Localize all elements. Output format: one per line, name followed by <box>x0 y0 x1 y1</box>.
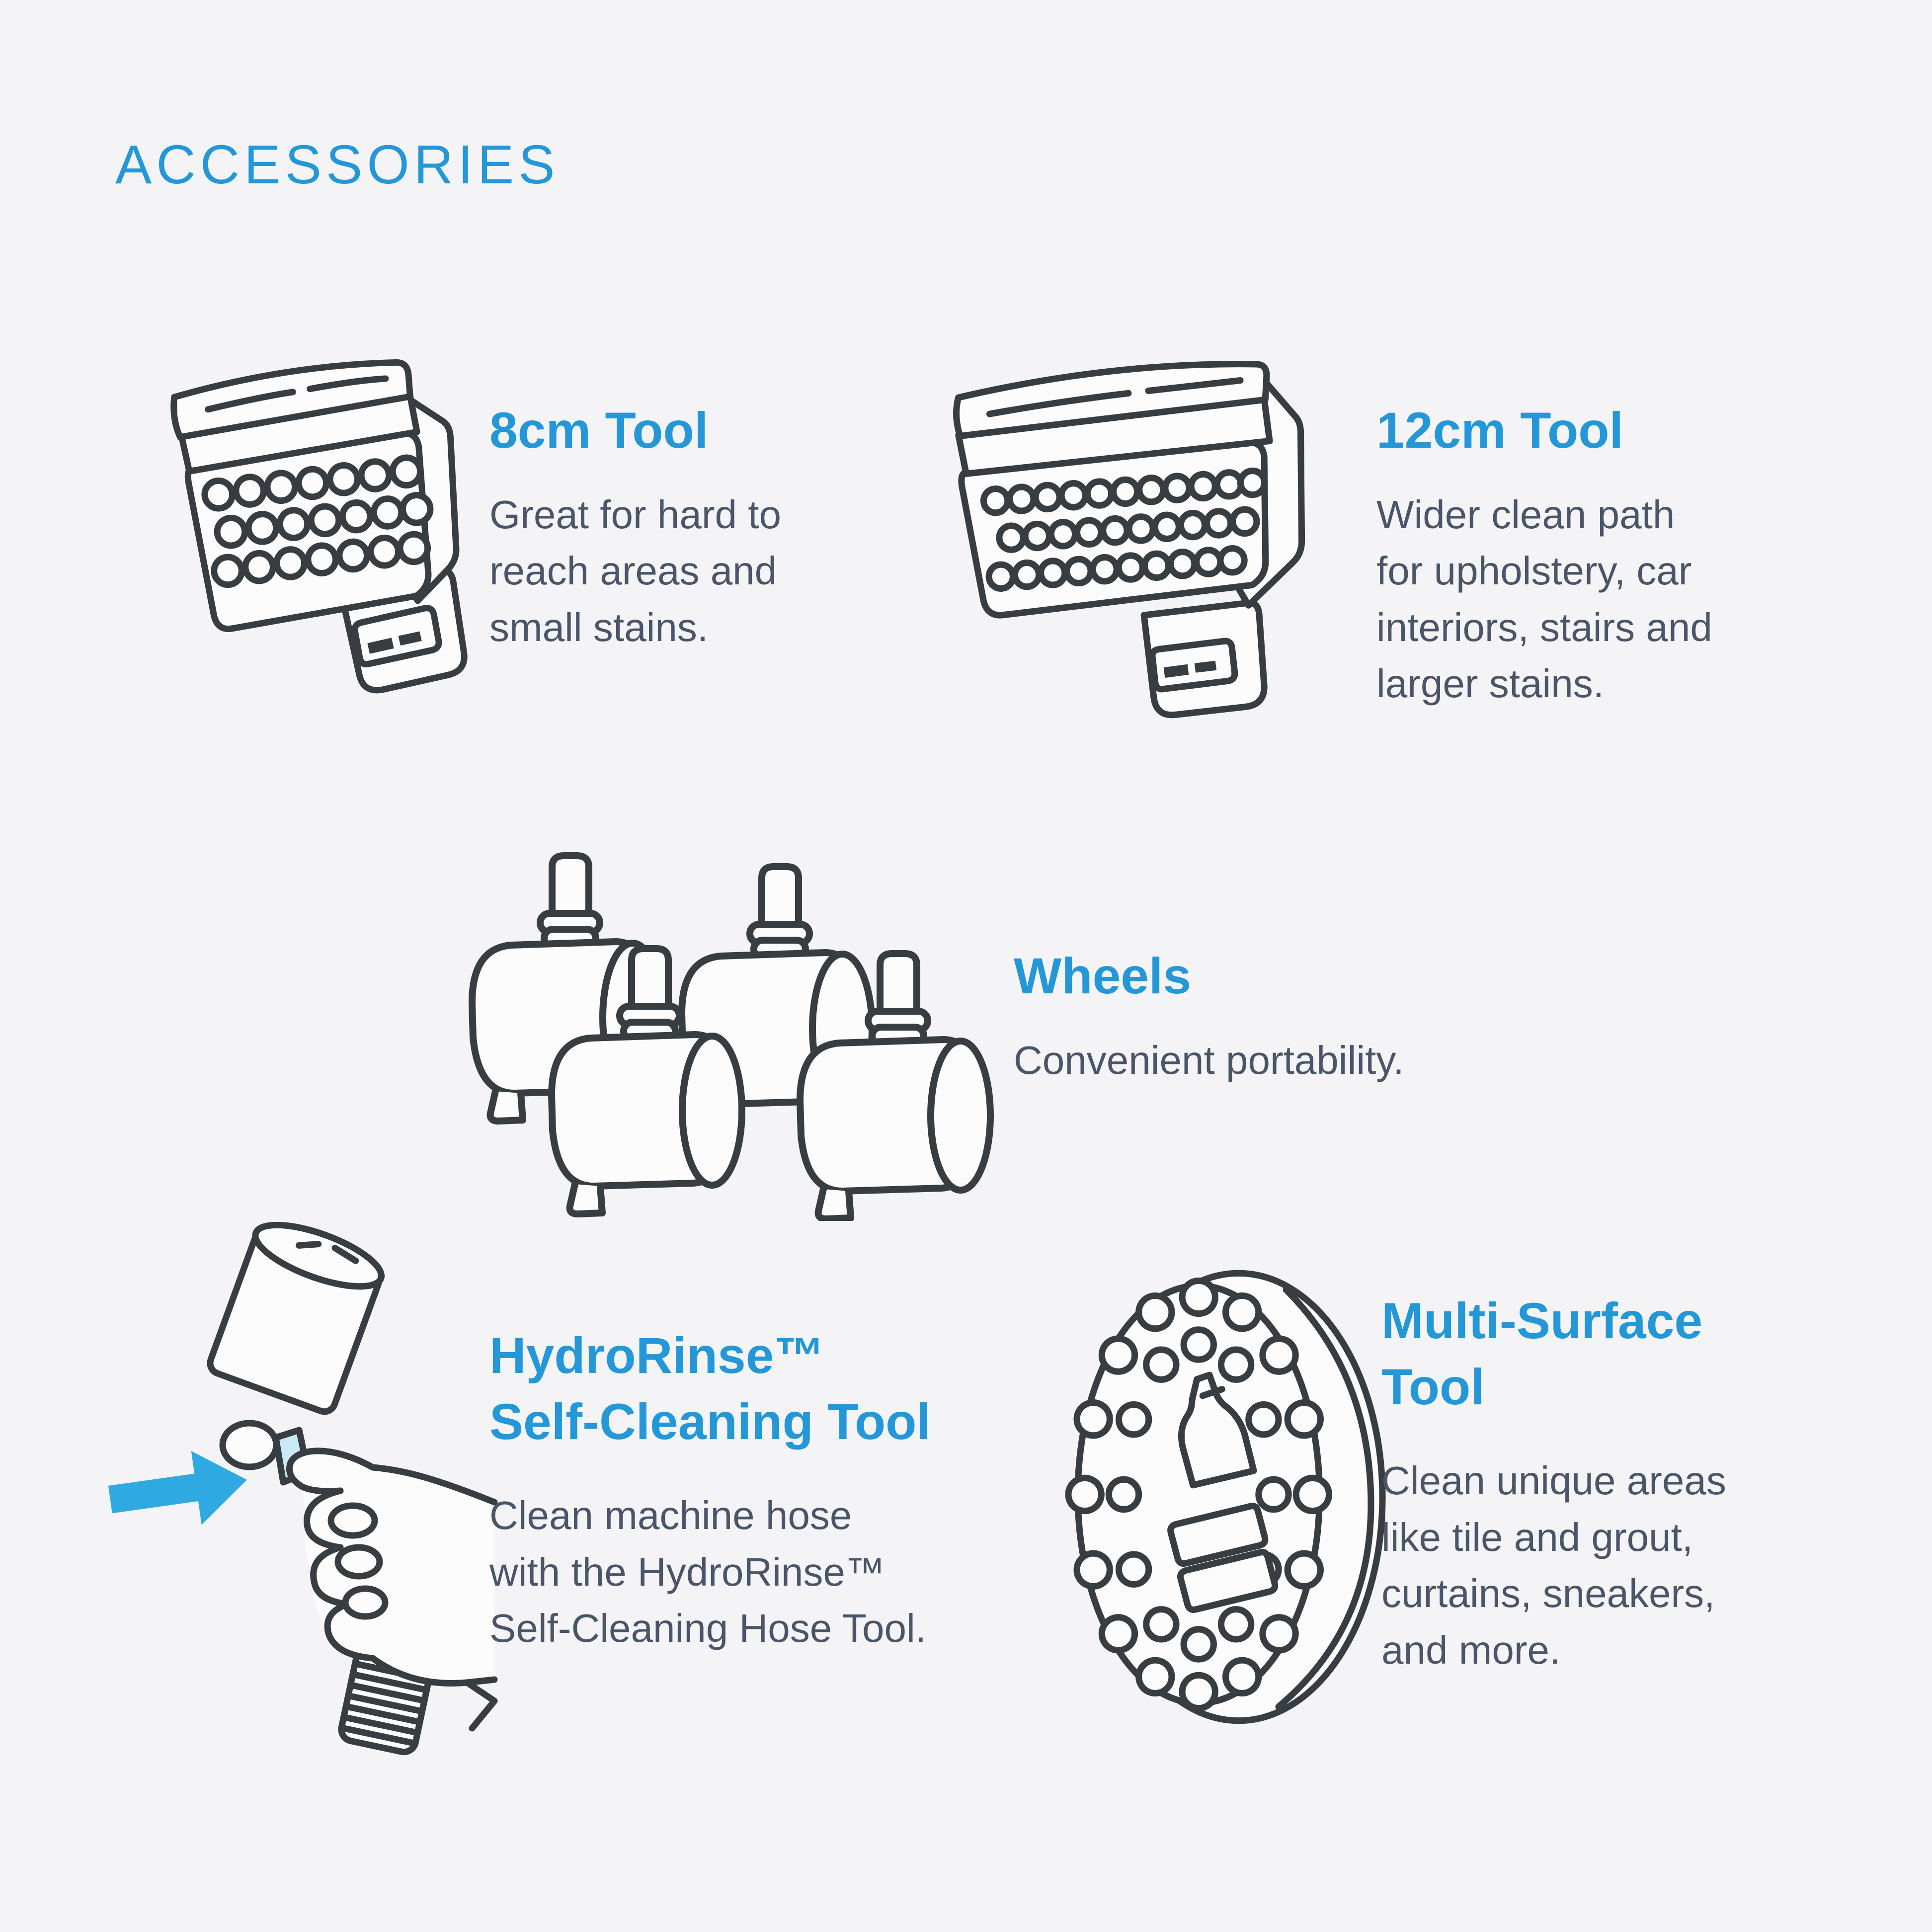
description-line: small stains. <box>489 605 709 649</box>
title-line: Self-Cleaning Tool <box>489 1393 931 1450</box>
wheels-text: Wheels Convenient portability. <box>1014 943 1709 1088</box>
rinse-button <box>219 1420 312 1486</box>
description-line: Self-Cleaning Hose Tool. <box>489 1606 927 1651</box>
multi-surface-description: Clean unique areas like tile and grout, … <box>1381 1452 1829 1678</box>
12cm-tool-icon <box>953 361 1305 719</box>
12cm-tool-description: Wider clean path for upholstery, car int… <box>1376 486 1754 712</box>
handle-cylinder <box>207 1221 385 1415</box>
8cm-tool-title: 8cm Tool <box>489 398 837 464</box>
description-line: like tile and grout, <box>1381 1515 1693 1559</box>
hydrorinse-illustration <box>75 1211 499 1758</box>
12cm-bristles <box>980 467 1268 592</box>
title-line: Tool <box>1381 1358 1485 1415</box>
title-line: 12cm Tool <box>1376 402 1623 459</box>
multi-surface-illustration <box>1051 1245 1396 1749</box>
title-line: Multi-Surface <box>1381 1292 1703 1349</box>
hydrorinse-text: HydroRinse™ Self-Cleaning Tool Clean mac… <box>489 1323 1016 1657</box>
8cm-bristles <box>201 454 434 588</box>
multi-surface-text: Multi-Surface Tool Clean unique areas li… <box>1381 1288 1829 1679</box>
page-title: ACCESSORIES <box>115 134 560 195</box>
description-line: Clean unique areas <box>1381 1458 1726 1503</box>
wheels-illustration <box>465 771 999 1221</box>
description-line: with the HydroRinse™ <box>489 1549 885 1594</box>
multi-surface-title: Multi-Surface Tool <box>1381 1288 1829 1420</box>
hand <box>286 1448 498 1732</box>
8cm-tool-description: Great for hard to reach areas and small … <box>489 486 837 656</box>
hydrorinse-title: HydroRinse™ Self-Cleaning Tool <box>489 1323 1016 1454</box>
bottle-emblem <box>1167 1371 1277 1611</box>
arrow-right-icon <box>108 1451 247 1525</box>
description-line: Clean machine hose <box>489 1493 852 1538</box>
12cm-tool-title: 12cm Tool <box>1376 398 1754 464</box>
8cm-tool-text: 8cm Tool Great for hard to reach areas a… <box>489 398 837 655</box>
brush-bristles <box>1065 1277 1333 1712</box>
8cm-tool-illustration <box>157 354 477 704</box>
12cm-tool-illustration <box>923 344 1328 729</box>
title-line: Wheels <box>1014 948 1192 1004</box>
hydrorinse-hand-hose-icon <box>108 1221 498 1756</box>
description-line: Convenient portability. <box>1014 1038 1404 1082</box>
description-line: interiors, stairs and <box>1376 605 1712 649</box>
description-line: Wider clean path <box>1376 492 1675 537</box>
description-line: for upholstery, car <box>1376 549 1692 593</box>
wheels-description: Convenient portability. <box>1014 1032 1709 1089</box>
hydrorinse-description: Clean machine hose with the HydroRinse™ … <box>489 1487 1016 1657</box>
description-line: larger stains. <box>1376 661 1604 706</box>
description-line: and more. <box>1381 1627 1561 1672</box>
description-line: curtains, sneakers, <box>1381 1571 1715 1616</box>
multi-surface-brush-icon <box>1065 1270 1386 1724</box>
wheels-icon <box>465 771 999 1221</box>
wheels-title: Wheels <box>1014 943 1709 1009</box>
title-line: 8cm Tool <box>489 402 709 459</box>
description-line: Great for hard to <box>489 492 781 537</box>
8cm-tool-icon <box>170 359 468 694</box>
title-line: HydroRinse™ <box>489 1327 825 1384</box>
12cm-tool-text: 12cm Tool Wider clean path for upholster… <box>1376 398 1754 712</box>
description-line: reach areas and <box>489 549 777 593</box>
